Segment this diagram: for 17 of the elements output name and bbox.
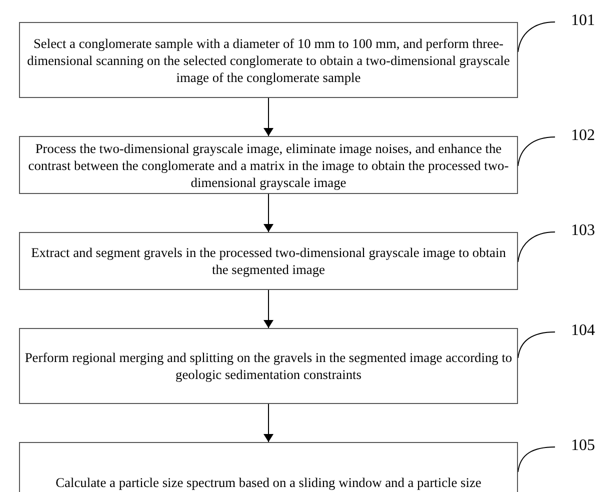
step-text: Extract and segment gravels in the processed two-dimensional grayscale image to obtain the segmented image — [30, 244, 507, 278]
arrow — [264, 98, 274, 136]
arrow — [264, 290, 274, 328]
step-text: Calculate a particle size spectrum based on a sliding window and a particle size — [56, 474, 482, 490]
process-box — [19, 232, 518, 290]
step-text: Process the two-dimensional grayscale image, eliminate image noises, and enhance the contrast between the conglomerate and a matrix in the image to obtain the processed two-dimensional grayscale image — [27, 140, 510, 190]
process-box — [19, 328, 518, 404]
callout-number: 103 — [571, 222, 607, 240]
arrow — [264, 194, 274, 232]
callout-number: 104 — [571, 322, 607, 340]
process-box — [19, 22, 518, 98]
callout-number: 105 — [571, 437, 607, 455]
arrow — [264, 404, 274, 442]
step-text: Select a conglomerate sample with a diameter of 10 mm to 100 mm, and perform three-dimensional scanning on the selected conglomerate to obtain a two-dimensional grayscale image of the conglomerate sample — [26, 34, 511, 86]
callout-number: 101 — [571, 12, 607, 30]
step-text: Perform regional merging and splitting on the gravels in the segmented image according to geologic sedimentation constraints — [24, 349, 514, 383]
callout-number: 102 — [571, 127, 607, 145]
